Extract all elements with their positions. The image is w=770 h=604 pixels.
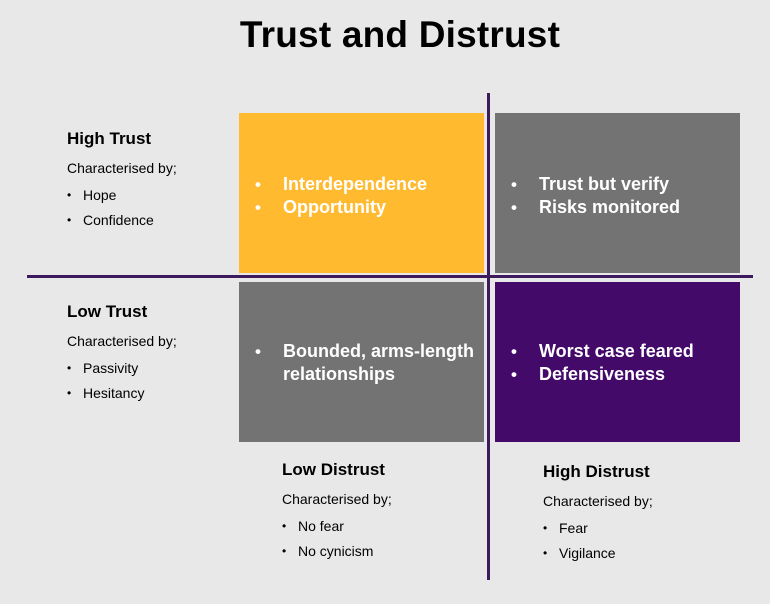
quadrant-item: Defensiveness bbox=[511, 363, 694, 386]
quadrant-item: Risks monitored bbox=[511, 196, 680, 219]
label-list: Passivity Hesitancy bbox=[67, 356, 177, 406]
quadrant-low-trust-high-distrust: Worst case feared Defensiveness bbox=[495, 282, 740, 442]
high-trust-label: High Trust Characterised by; Hope Confid… bbox=[67, 129, 177, 233]
label-subtitle: Characterised by; bbox=[67, 333, 177, 349]
quadrant-item: Opportunity bbox=[255, 196, 427, 219]
horizontal-axis-line bbox=[27, 275, 753, 278]
quadrant-list: Interdependence Opportunity bbox=[255, 173, 427, 219]
label-item: Confidence bbox=[67, 208, 177, 233]
quadrant-item: Worst case feared bbox=[511, 340, 694, 363]
label-item: Vigilance bbox=[543, 541, 653, 566]
vertical-axis-line bbox=[487, 93, 490, 580]
low-distrust-label: Low Distrust Characterised by; No fear N… bbox=[282, 460, 392, 564]
quadrant-list: Trust but verify Risks monitored bbox=[511, 173, 680, 219]
label-list: Hope Confidence bbox=[67, 183, 177, 233]
quadrant-list: Worst case feared Defensiveness bbox=[511, 340, 694, 386]
label-subtitle: Characterised by; bbox=[67, 160, 177, 176]
label-heading: Low Distrust bbox=[282, 460, 385, 479]
label-item: Passivity bbox=[67, 356, 177, 381]
label-heading: High Distrust bbox=[543, 462, 650, 481]
label-subtitle: Characterised by; bbox=[282, 491, 392, 507]
quadrant-high-trust-low-distrust: Interdependence Opportunity bbox=[239, 113, 484, 273]
diagram-title: Trust and Distrust bbox=[239, 14, 561, 55]
low-trust-label: Low Trust Characterised by; Passivity He… bbox=[67, 302, 177, 406]
label-subtitle: Characterised by; bbox=[543, 493, 653, 509]
label-item: Hope bbox=[67, 183, 177, 208]
quadrant-low-trust-low-distrust: Bounded, arms-length relationships bbox=[239, 282, 484, 442]
label-heading: High Trust bbox=[67, 129, 152, 148]
label-heading: Low Trust bbox=[67, 302, 148, 321]
label-list: No fear No cynicism bbox=[282, 514, 392, 564]
label-item: No fear bbox=[282, 514, 392, 539]
quadrant-item: Trust but verify bbox=[511, 173, 680, 196]
label-list: Fear Vigilance bbox=[543, 516, 653, 566]
high-distrust-label: High Distrust Characterised by; Fear Vig… bbox=[543, 462, 653, 566]
label-item: Fear bbox=[543, 516, 653, 541]
quadrant-item: Bounded, arms-length relationships bbox=[255, 340, 484, 386]
quadrant-list: Bounded, arms-length relationships bbox=[255, 340, 484, 386]
quadrant-high-trust-high-distrust: Trust but verify Risks monitored bbox=[495, 113, 740, 273]
quadrant-item: Interdependence bbox=[255, 173, 427, 196]
label-item: No cynicism bbox=[282, 539, 392, 564]
label-item: Hesitancy bbox=[67, 381, 177, 406]
